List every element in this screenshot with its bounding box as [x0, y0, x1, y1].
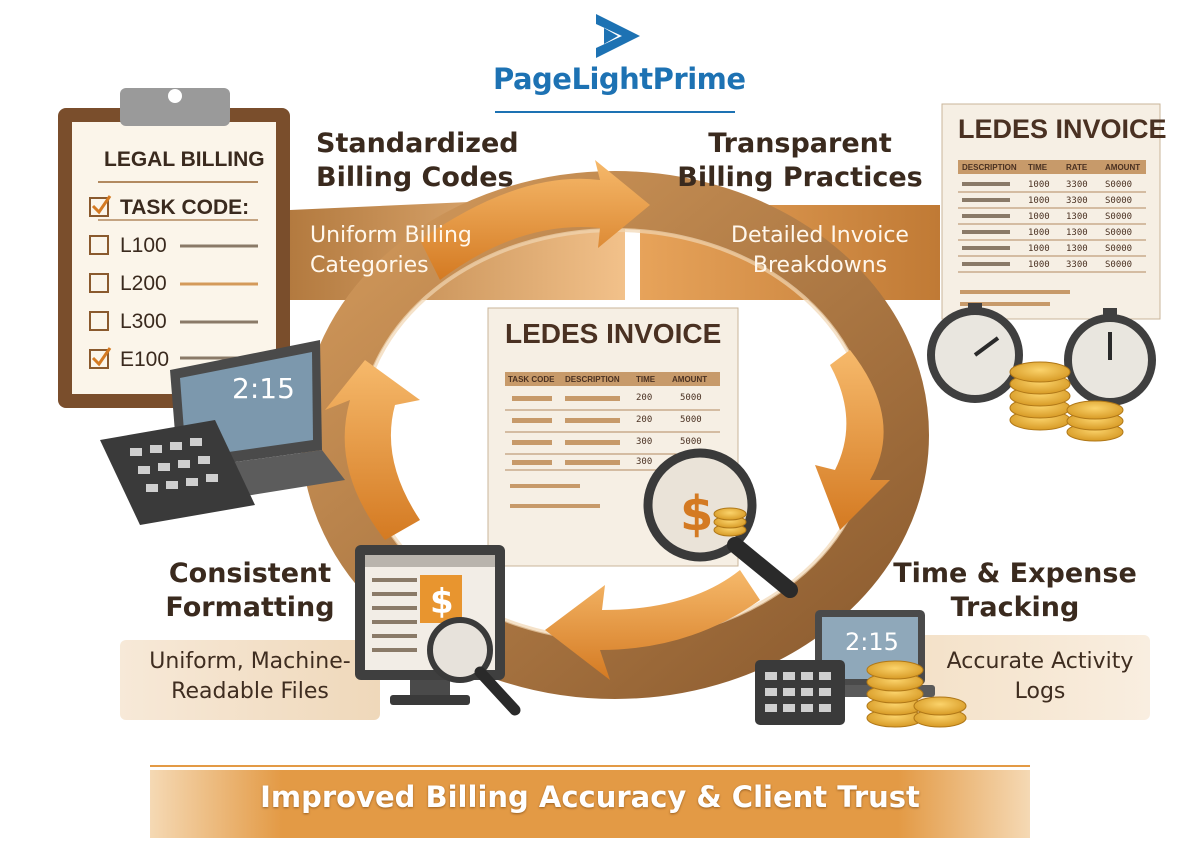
clipboard-title: LEGAL BILLING — [104, 148, 265, 171]
center-invoice-row-amount: 5000 — [680, 437, 702, 447]
right-invoice-row-time: 1000 — [1028, 196, 1050, 206]
right-invoice-row-time: 1000 — [1028, 228, 1050, 238]
section-time-expense-sub-1: Accurate Activity — [946, 649, 1134, 674]
section-transparent-sub-2: Breakdowns — [752, 253, 888, 278]
section-standardized-title-2: Billing Codes — [316, 162, 514, 193]
stopwatch-icon-2 — [1064, 308, 1156, 406]
right-invoice-row-amount: S0000 — [1105, 244, 1133, 254]
right-invoice-row-time: 1000 — [1028, 212, 1050, 222]
center-invoice-row-amount: 5000 — [680, 415, 702, 425]
clipboard-item-l300: L300 — [120, 310, 167, 333]
right-invoice-header-time: TIME — [1028, 163, 1048, 172]
laptop-right-time: 2:15 — [845, 628, 899, 656]
monitor-icon: $ — [355, 545, 521, 716]
section-consistent-title-1: Consistent — [168, 558, 332, 589]
svg-text:$: $ — [430, 582, 454, 622]
calculator-icon — [100, 420, 255, 525]
clipboard-item-task-code: TASK CODE: — [120, 196, 250, 219]
section-consistent-title-2: Formatting — [165, 592, 335, 623]
right-invoice-row-rate: 1300 — [1066, 212, 1088, 222]
right-invoice-header-amount: AMOUNT — [1105, 163, 1141, 172]
right-invoice-header-rate: RATE — [1066, 163, 1088, 172]
right-invoice-row-rate: 1300 — [1066, 244, 1088, 254]
right-invoice-row-rate: 3300 — [1066, 196, 1088, 206]
section-time-expense-title-2: Tracking — [950, 592, 1080, 623]
right-invoice-row-amount: S0000 — [1105, 260, 1133, 270]
right-invoice-header-description: DESCRIPTION — [962, 163, 1017, 172]
center-invoice-row-time: 300 — [636, 437, 653, 447]
magnifier-icon: $ — [643, 448, 798, 598]
section-time-expense-title-1: Time & Expense — [893, 558, 1137, 589]
center-invoice-header-time: TIME — [636, 375, 656, 384]
section-consistent-sub-2: Readable Files — [171, 679, 329, 704]
coins-icon-2 — [866, 660, 967, 728]
bottom-banner-text: Improved Billing Accuracy & Client Trust — [260, 780, 920, 814]
section-consistent-sub-1: Uniform, Machine- — [149, 649, 351, 674]
right-invoice-row-time: 1000 — [1028, 180, 1050, 190]
laptop-left-time: 2:15 — [232, 372, 295, 405]
right-invoice-row-amount: S0000 — [1105, 228, 1133, 238]
right-invoice-row-time: 1000 — [1028, 244, 1050, 254]
center-invoice-row-time: 200 — [636, 393, 653, 403]
center-invoice-header-description: DESCRIPTION — [565, 375, 620, 384]
logo-text: PageLightPrime — [493, 62, 746, 96]
right-invoice-title: LEDES INVOICE — [958, 114, 1167, 144]
clipboard-item-l100: L100 — [120, 234, 167, 257]
clipboard-item-e100: E100 — [120, 348, 170, 371]
section-time-expense-sub-2: Logs — [1014, 679, 1066, 704]
coins-icon — [1009, 361, 1124, 442]
center-invoice-row-amount: 5000 — [680, 393, 702, 403]
right-invoice-row-rate: 1300 — [1066, 228, 1088, 238]
section-transparent-title-1: Transparent — [708, 128, 892, 159]
arrow-top — [420, 160, 650, 280]
center-invoice-row-time: 300 — [636, 457, 653, 467]
right-invoice-document — [941, 103, 1161, 320]
clipboard-icon — [58, 88, 290, 408]
band-bottom-left — [120, 640, 380, 720]
section-transparent-title-2: Billing Practices — [677, 162, 923, 193]
section-standardized-sub-1: Uniform Billing — [310, 223, 472, 248]
section-standardized-sub-2: Categories — [310, 253, 429, 278]
right-invoice-row-rate: 3300 — [1066, 180, 1088, 190]
center-invoice-header-task: TASK CODE — [508, 375, 555, 384]
right-invoice-row-rate: 3300 — [1066, 260, 1088, 270]
right-invoice-row-amount: S0000 — [1105, 196, 1133, 206]
bottom-banner — [150, 770, 1030, 838]
arrow-left — [325, 360, 420, 540]
right-invoice-row-time: 1000 — [1028, 260, 1050, 270]
section-transparent-sub-1: Detailed Invoice — [731, 223, 909, 248]
stopwatch-icon — [927, 303, 1023, 403]
right-invoice-row-amount: S0000 — [1105, 212, 1133, 222]
center-invoice-header-amount: AMOUNT — [672, 375, 708, 384]
dollar-icon: $ — [680, 486, 713, 542]
section-standardized-title-1: Standardized — [316, 128, 519, 159]
arrow-right — [815, 350, 890, 530]
right-invoice-row-amount: S0000 — [1105, 180, 1133, 190]
arrow-bottom — [545, 570, 760, 680]
center-invoice-row-time: 200 — [636, 415, 653, 425]
calculator-icon-2 — [755, 660, 845, 725]
logo-chevron-icon — [596, 14, 640, 58]
clipboard-item-l200: L200 — [120, 272, 167, 295]
center-invoice-title: LEDES INVOICE — [505, 318, 722, 349]
